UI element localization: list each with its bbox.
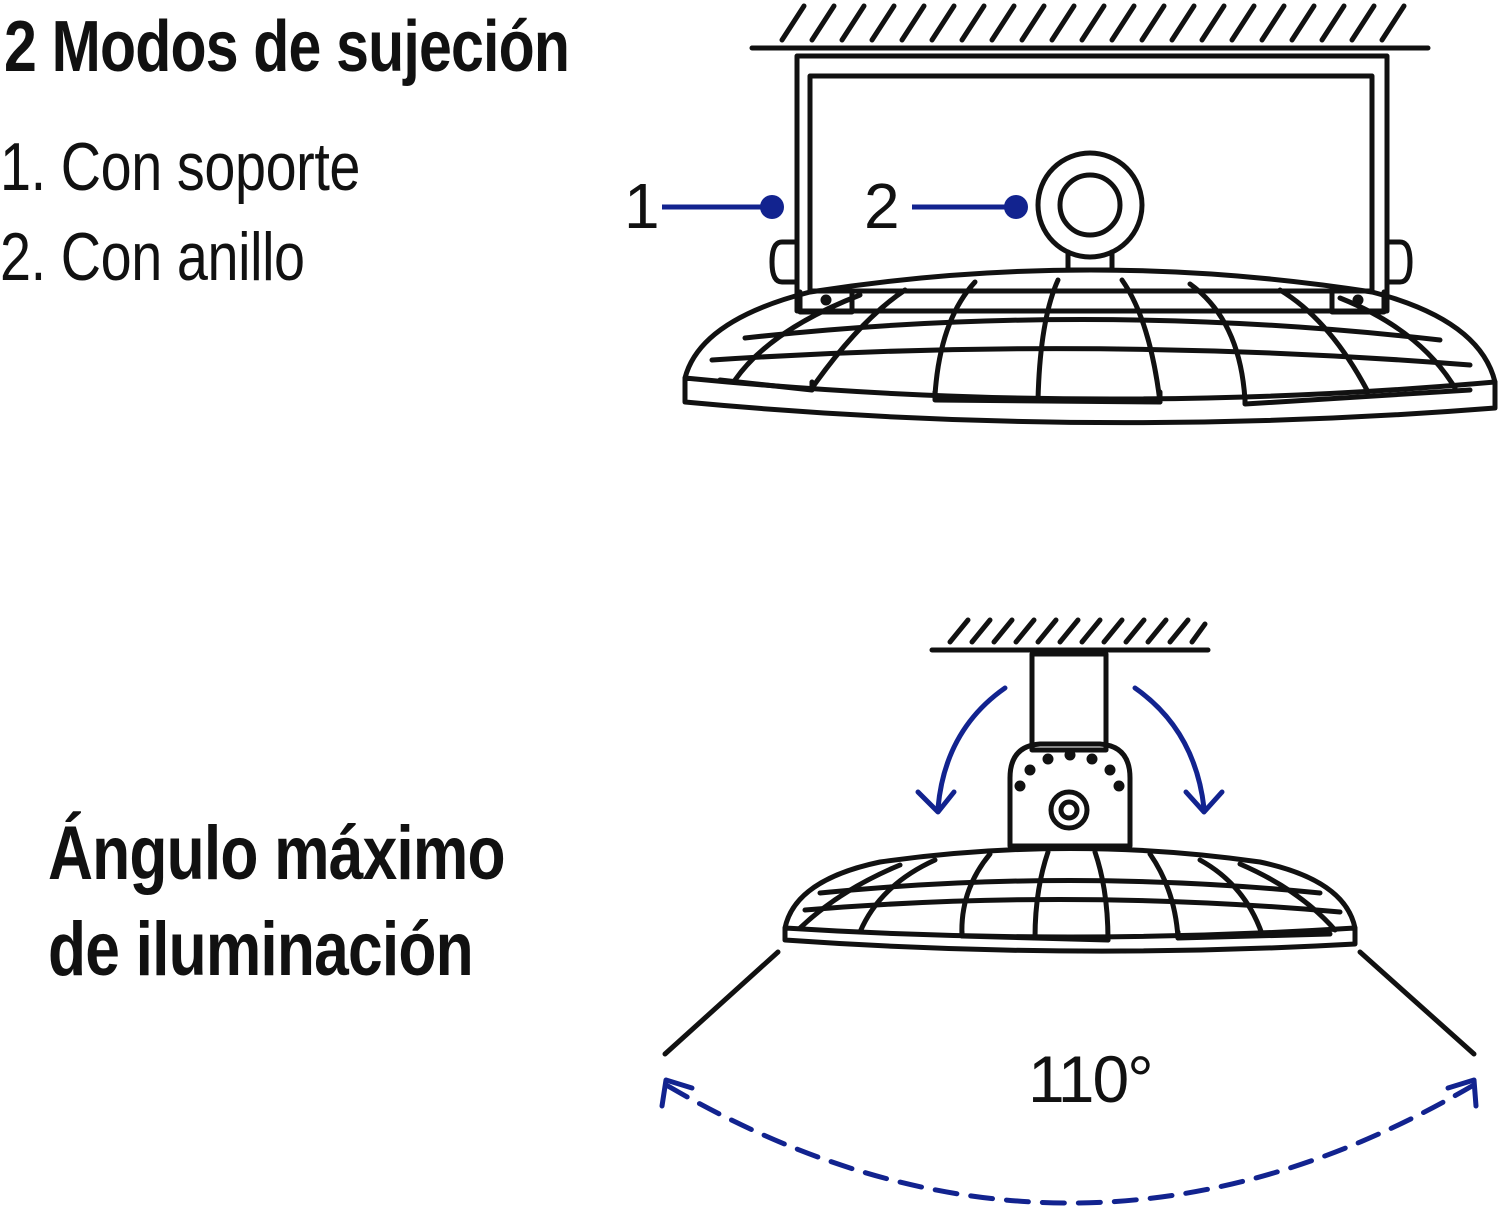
bottom-angle-diagram [662,617,1477,1057]
rotate-right-arrow-icon [1132,685,1225,815]
rotate-left-arrow-icon [915,685,1008,815]
top-mount-diagram [682,3,1498,426]
pivot-bracket-icon [1007,741,1133,849]
lamp-body-bottom [782,846,1358,954]
arc-arrowhead-left-icon [659,1077,695,1109]
beam-edge-left [662,949,781,1057]
angle-title-line1: Ángulo máximo [48,811,506,896]
rotation-arrows [915,685,1225,815]
callout-2-pointer: 2 [864,170,1028,242]
mounting-title: 2 Modos de sujeción [4,7,570,87]
callout-1-label: 1 [624,170,660,242]
lamp-body-top [682,267,1498,426]
mounting-bracket-icon [769,53,1413,315]
beam-edge-right [1357,949,1477,1057]
eye-ring-icon [1035,150,1145,273]
arc-arrowhead-right-icon [1445,1077,1479,1109]
mounting-option-ring: 2. Con anillo [0,219,305,295]
beam-angle-arc [659,1077,1479,1206]
callout-1-pointer: 1 [624,170,784,242]
ceiling-hatch-icon [749,3,1431,51]
mount-stem [1029,651,1109,753]
beam-angle-value: 110° [1028,1042,1152,1116]
mounting-option-bracket: 1. Con soporte [0,129,361,205]
ceiling-hatch-small-icon [929,617,1211,653]
angle-title-line2: de iluminación [48,907,474,992]
callout-2-label: 2 [864,170,900,242]
